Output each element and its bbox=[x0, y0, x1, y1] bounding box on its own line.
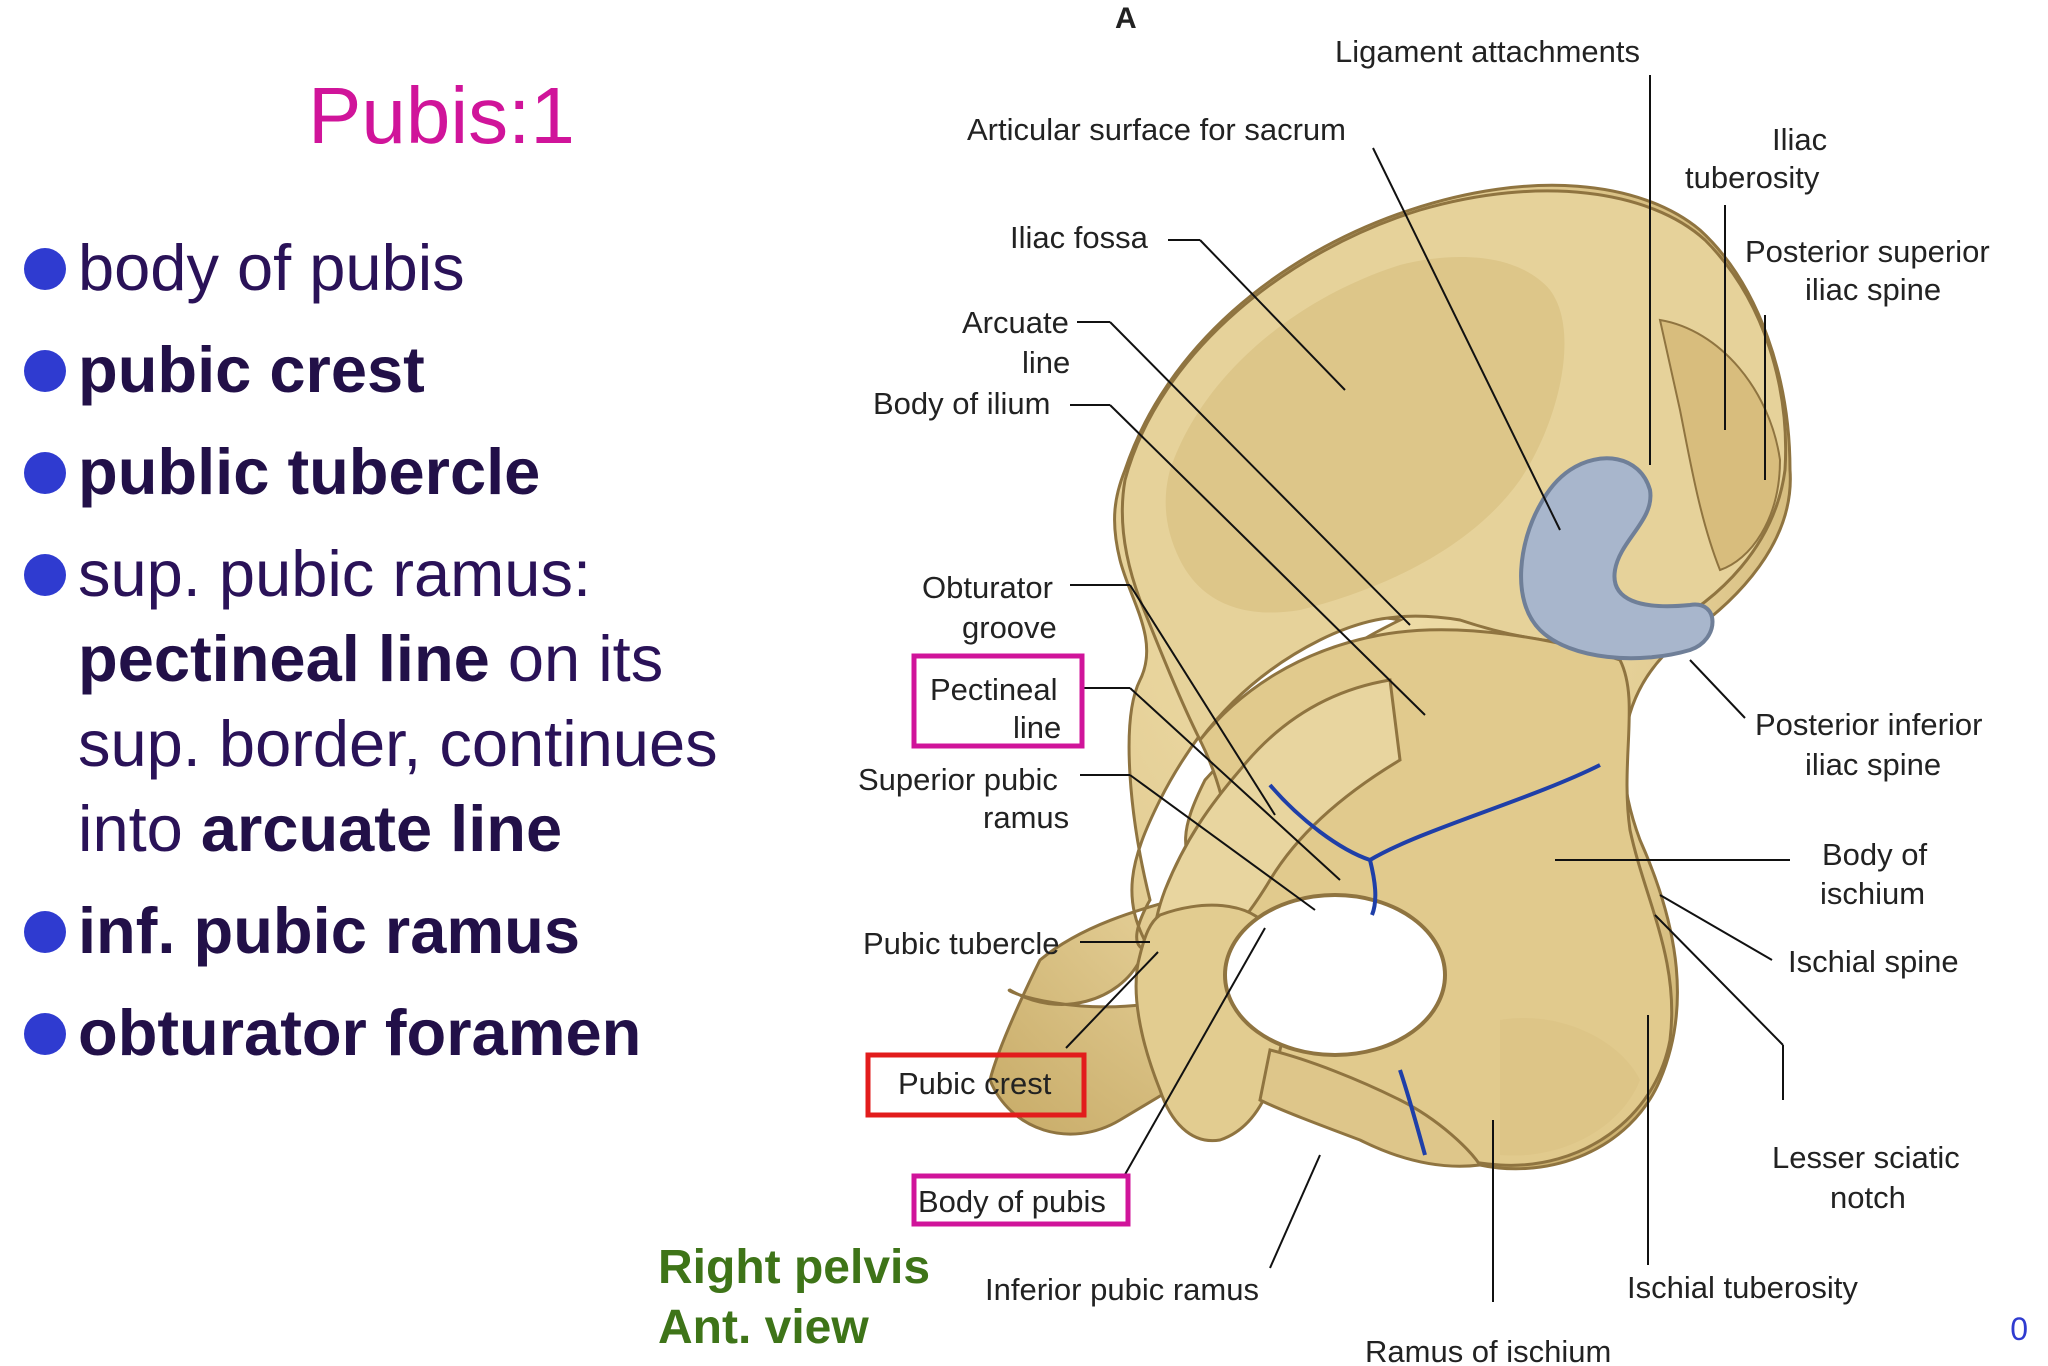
bullet-text-bold: public tubercle bbox=[78, 435, 541, 508]
label-psis-2: iliac spine bbox=[1805, 272, 1941, 307]
bullet-dot-icon bbox=[24, 1013, 66, 1055]
bullet-item: body of pubis bbox=[24, 225, 804, 310]
leader-lines bbox=[1065, 75, 1790, 1302]
label-lesser-notch-1: Lesser sciatic bbox=[1772, 1140, 1960, 1175]
label-inferior-ramus: Inferior pubic ramus bbox=[985, 1272, 1259, 1307]
figure-caption: Right pelvis Ant. view bbox=[658, 1238, 930, 1358]
bullet-dot-icon bbox=[24, 452, 66, 494]
label-ischial-tuberosity: Ischial tuberosity bbox=[1627, 1270, 1858, 1305]
label-piis-1: Posterior inferior bbox=[1755, 707, 1982, 742]
label-obturator-groove-2: groove bbox=[962, 610, 1057, 645]
label-psis-1: Posterior superior bbox=[1745, 234, 1990, 269]
label-body-ischium-2: ischium bbox=[1820, 876, 1925, 911]
bullet-text: sup. pubic ramus: bbox=[78, 537, 592, 610]
bullet-line: obturator foramen bbox=[78, 990, 804, 1075]
bullet-dot-icon bbox=[24, 554, 66, 596]
label-iliac-fossa: Iliac fossa bbox=[1010, 220, 1149, 255]
superior-pubic-ramus-shape bbox=[1152, 678, 1402, 977]
bullet-text: sup. border, continues bbox=[78, 707, 718, 780]
posterior-superior-iliac-spine-shape bbox=[1658, 318, 1782, 572]
bullet-text-bold: obturator foramen bbox=[78, 996, 642, 1069]
pubic-crest-box bbox=[865, 1052, 1087, 1118]
caption-line-2: Ant. view bbox=[658, 1301, 869, 1354]
bullet-dot-icon bbox=[24, 248, 66, 290]
bullet-line: body of pubis bbox=[78, 225, 804, 310]
bullet-line: sup. pubic ramus: bbox=[78, 531, 804, 616]
pectineal-line-box bbox=[911, 653, 1085, 749]
page-number: 0 bbox=[2010, 1311, 2028, 1347]
bullet-text-bold: arcuate line bbox=[200, 792, 563, 865]
label-superior-ramus-2: ramus bbox=[983, 800, 1069, 835]
bullet-item: obturator foramen bbox=[24, 990, 804, 1075]
bullet-line: public tubercle bbox=[78, 429, 804, 514]
label-lesser-notch-2: notch bbox=[1830, 1180, 1906, 1215]
label-body-ilium: Body of ilium bbox=[873, 386, 1050, 421]
label-articular-surface: Articular surface for sacrum bbox=[967, 112, 1346, 147]
bullet-item: inf. pubic ramus bbox=[24, 888, 804, 973]
triradiate-sutures bbox=[1268, 763, 1601, 1156]
bullet-text: into bbox=[78, 792, 201, 865]
bullet-dot-icon bbox=[24, 350, 66, 392]
bullet-text-bold: pubic crest bbox=[78, 333, 425, 406]
bullet-dot-icon bbox=[24, 911, 66, 953]
label-pubic-crest: Pubic crest bbox=[898, 1066, 1052, 1101]
obturator-foramen bbox=[1223, 893, 1447, 1057]
label-obturator-groove-1: Obturator bbox=[922, 570, 1053, 605]
label-pectineal-2: line bbox=[1013, 710, 1061, 745]
bullet-text-bold: inf. pubic ramus bbox=[78, 894, 581, 967]
inferior-ramus-shape bbox=[1258, 1048, 1483, 1168]
bullet-line: into arcuate line bbox=[78, 786, 804, 871]
bullet-text: body of pubis bbox=[78, 231, 465, 304]
bullet-item: public tubercle bbox=[24, 429, 804, 514]
ischial-tuberosity-shape bbox=[1500, 1018, 1640, 1156]
label-pectineal-1: Pectineal bbox=[930, 672, 1058, 707]
iliac-fossa-shade bbox=[1165, 257, 1565, 613]
label-superior-ramus-1: Superior pubic bbox=[858, 762, 1058, 797]
bullet-text: on its bbox=[489, 622, 664, 695]
bullet-list: body of pubis pubic crest public tubercle s… bbox=[24, 225, 804, 1092]
bullet-line: inf. pubic ramus bbox=[78, 888, 804, 973]
panel-letter: A bbox=[1115, 2, 1137, 35]
label-ischial-spine: Ischial spine bbox=[1788, 944, 1959, 979]
label-ligament-attachments: Ligament attachments bbox=[1335, 34, 1640, 69]
label-iliac-tuberosity-1: Iliac bbox=[1772, 122, 1827, 157]
label-ramus-ischium: Ramus of ischium bbox=[1365, 1334, 1611, 1366]
bullet-line: pectineal line on its bbox=[78, 616, 804, 701]
bullet-text-bold: pectineal line bbox=[78, 622, 490, 695]
label-arcuate-1: Arcuate bbox=[962, 305, 1069, 340]
label-body-ischium-1: Body of bbox=[1822, 837, 1928, 872]
label-pubic-tubercle: Pubic tubercle bbox=[863, 926, 1059, 961]
label-piis-2: iliac spine bbox=[1805, 747, 1941, 782]
label-arcuate-2: line bbox=[1022, 345, 1070, 380]
body-of-pubis-box bbox=[911, 1173, 1131, 1227]
slide-title: Pubis:1 bbox=[308, 71, 575, 160]
label-body-pubis: Body of pubis bbox=[918, 1184, 1106, 1219]
auricular-surface bbox=[1519, 456, 1715, 661]
bullet-line: pubic crest bbox=[78, 327, 804, 412]
bullet-item: pubic crest bbox=[24, 327, 804, 412]
label-iliac-tuberosity-2: tuberosity bbox=[1685, 160, 1820, 195]
caption-line-1: Right pelvis bbox=[658, 1241, 931, 1294]
bullet-line: sup. border, continues bbox=[78, 701, 804, 786]
